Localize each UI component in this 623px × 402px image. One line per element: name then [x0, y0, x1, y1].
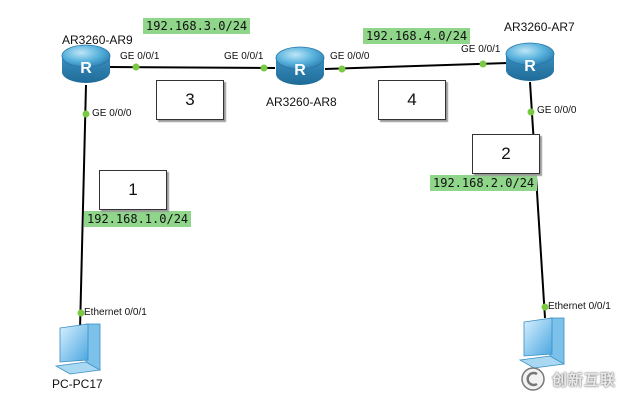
port-label-ar8-ge001: GE 0/0/1: [224, 51, 264, 62]
device-label-pc17: PC-PC17: [52, 377, 103, 391]
port-dot: [132, 63, 140, 71]
port-label-ar7-ge001: GE 0/0/1: [461, 44, 501, 55]
port-dot: [77, 309, 85, 317]
link-ar9-pc17: [79, 84, 87, 331]
subnet-label-3: 192.168.3.0/24: [143, 18, 251, 34]
device-label-ar7: AR3260-AR7: [504, 20, 575, 34]
port-label-pc-right-eth: Ethernet 0/0/1: [548, 301, 611, 312]
router-glyph: R: [524, 58, 536, 75]
pc-pc17-icon[interactable]: [54, 323, 102, 375]
device-label-ar9: AR3260-AR9: [62, 33, 133, 47]
link-ar8-ar7: [324, 62, 509, 70]
pc-right-icon[interactable]: [518, 317, 566, 369]
watermark-text: 创新互联: [552, 371, 617, 389]
router-glyph: R: [80, 60, 92, 77]
port-label-ar9-ge001: GE 0/0/1: [120, 51, 160, 62]
link-ar7-pc2: [529, 81, 546, 319]
router-ar9-icon[interactable]: R: [61, 44, 111, 83]
port-dot: [541, 303, 549, 311]
port-label-ar9-ge000: GE 0/0/0: [92, 108, 132, 119]
network-box-3: 3: [156, 80, 224, 120]
port-label-pc17-eth: Ethernet 0/0/1: [84, 307, 147, 318]
port-dot: [82, 110, 90, 118]
subnet-label-1: 192.168.1.0/24: [84, 211, 192, 227]
subnet-label-2: 192.168.2.0/24: [430, 175, 538, 191]
router-ar8-icon[interactable]: R: [275, 46, 325, 85]
network-box-2: 2: [472, 134, 540, 174]
port-dot: [479, 60, 487, 68]
subnet-label-4: 192.168.4.0/24: [363, 28, 471, 44]
network-box-1: 1: [99, 170, 167, 210]
network-box-4: 4: [378, 80, 446, 120]
port-label-ar8-ge000: GE 0/0/0: [330, 51, 370, 62]
port-dot: [260, 64, 268, 72]
port-label-ar7-ge000: GE 0/0/0: [537, 105, 577, 116]
device-label-ar8: AR3260-AR8: [266, 95, 337, 109]
watermark: 创新互联: [520, 364, 616, 394]
port-dot: [527, 108, 535, 116]
watermark-logo-icon: [521, 367, 545, 391]
router-ar7-icon[interactable]: R: [505, 42, 555, 81]
router-glyph: R: [294, 62, 306, 79]
port-dot: [338, 65, 346, 73]
